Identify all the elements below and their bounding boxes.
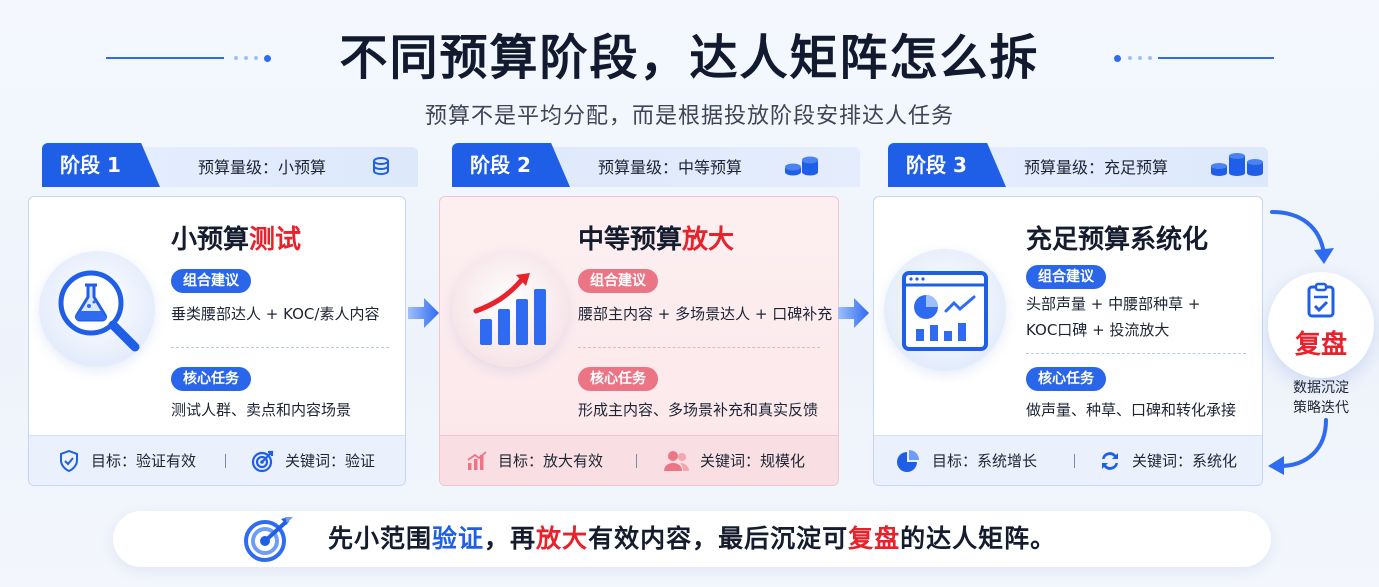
stage-2-goal: 目标：放大有效 bbox=[498, 452, 604, 470]
stage-1-title: 小预算测试 bbox=[171, 225, 302, 255]
stage-2-footer: 目标：放大有效 关键词：规模化 bbox=[440, 435, 838, 485]
stage-3-title: 充足预算系统化 bbox=[1026, 225, 1209, 255]
growth-chart-icon bbox=[473, 273, 546, 345]
stage-3-footer: 目标：系统增长 关键词：系统化 bbox=[874, 435, 1262, 485]
stage-3-combo-text-2: KOC口碑 + 投流放大 bbox=[1026, 321, 1170, 339]
stage-3-combo-text-1: 头部声量 + 中腰部种草 + bbox=[1026, 295, 1201, 313]
stage-2-icon-circle bbox=[452, 251, 568, 367]
stage-1-budget: 预算量级：小预算 bbox=[198, 158, 327, 177]
title-decoration-left bbox=[106, 54, 276, 62]
stage-3-task-pill: 核心任务 bbox=[1026, 367, 1106, 391]
title-decoration-right bbox=[1104, 54, 1274, 62]
stage-2-card: 中等预算放大 组合建议 腰部主内容 + 多场景达人 + 口碑补充 核心任务 形成… bbox=[439, 196, 839, 486]
target-arrow-icon bbox=[244, 517, 293, 562]
stage-3-keyword: 关键词：系统化 bbox=[1132, 452, 1238, 470]
stage-2-combo-pill: 组合建议 bbox=[578, 269, 658, 293]
stage-1-task-text: 测试人群、卖点和内容场景 bbox=[171, 401, 352, 419]
stage-1-tab: 阶段 1 预算量级：小预算 bbox=[42, 143, 418, 189]
stage-2-label: 阶段 2 bbox=[452, 143, 570, 187]
stage-3-combo-pill: 组合建议 bbox=[1026, 265, 1106, 289]
stage-2-task-text: 形成主内容、多场景补充和真实反馈 bbox=[578, 401, 819, 419]
page-title: 不同预算阶段，达人矩阵怎么拆 bbox=[339, 30, 1040, 86]
shield-check-icon bbox=[60, 450, 78, 472]
summary-text: 先小范围验证，再放大有效内容，最后沉淀可复盘的达人矩阵。 bbox=[328, 524, 1057, 553]
review-circle: 复盘 bbox=[1268, 272, 1374, 378]
stage-2-task-pill: 核心任务 bbox=[578, 367, 658, 391]
stage-3-card: 充足预算系统化 组合建议 头部声量 + 中腰部种草 + KOC口碑 + 投流放大… bbox=[873, 196, 1263, 486]
stage-2-divider bbox=[578, 347, 820, 348]
review-title: 复盘 bbox=[1294, 330, 1347, 360]
coin-stack-icon bbox=[785, 156, 818, 176]
dashboard-icon bbox=[902, 271, 988, 351]
loop-arrow-back-icon bbox=[1268, 418, 1328, 475]
stage-2-title: 中等预算放大 bbox=[578, 225, 735, 255]
stage-3-budget: 预算量级：充足预算 bbox=[1024, 158, 1169, 177]
target-icon bbox=[251, 450, 274, 473]
flask-magnifier-icon bbox=[58, 270, 140, 352]
stage-3-task-text: 做声量、种草、口碑和转化承接 bbox=[1026, 401, 1237, 419]
pie-chart-icon bbox=[897, 450, 919, 472]
stage-1-keyword: 关键词：验证 bbox=[285, 452, 376, 470]
loop-arrow-down-icon bbox=[1270, 210, 1334, 264]
clipboard-check-icon bbox=[1307, 282, 1335, 318]
refresh-icon bbox=[1102, 452, 1118, 470]
page-subtitle: 预算不是平均分配，而是根据投放阶段安排达人任务 bbox=[424, 104, 954, 129]
stage-2-keyword: 关键词：规模化 bbox=[700, 452, 806, 470]
coin-stack-icon bbox=[373, 157, 389, 176]
stage-3-icon-circle bbox=[884, 249, 1006, 371]
stage-1-footer: 目标：验证有效 关键词：验证 bbox=[29, 435, 405, 485]
review-note: 数据沉淀 策略迭代 bbox=[1293, 380, 1349, 416]
stage-2-budget: 预算量级：中等预算 bbox=[598, 158, 743, 177]
flow-arrow-right-icon bbox=[838, 298, 869, 328]
bar-chart-icon bbox=[467, 451, 487, 470]
flow-arrow-right-icon bbox=[408, 298, 439, 328]
stage-3-label: 阶段 3 bbox=[888, 143, 1006, 187]
stage-1-goal: 目标：验证有效 bbox=[91, 452, 197, 470]
stage-3-tab: 阶段 3 预算量级：充足预算 bbox=[888, 143, 1268, 189]
coin-stack-icon bbox=[1211, 153, 1263, 176]
stage-1-label: 阶段 1 bbox=[42, 143, 160, 187]
stage-1-card: 小预算测试 组合建议 垂类腰部达人 + KOC/素人内容 核心任务 测试人群、卖… bbox=[28, 196, 406, 486]
stage-1-divider bbox=[171, 347, 389, 348]
stage-2-tab: 阶段 2 预算量级：中等预算 bbox=[452, 143, 860, 189]
stage-3-divider bbox=[1026, 353, 1246, 354]
stage-2-combo-text: 腰部主内容 + 多场景达人 + 口碑补充 bbox=[578, 305, 833, 323]
users-icon bbox=[664, 451, 689, 471]
stage-1-task-pill: 核心任务 bbox=[171, 367, 251, 391]
stage-1-combo-pill: 组合建议 bbox=[171, 269, 251, 293]
stage-3-goal: 目标：系统增长 bbox=[932, 452, 1038, 470]
stage-1-icon-circle bbox=[39, 251, 155, 367]
stage-1-combo-text: 垂类腰部达人 + KOC/素人内容 bbox=[171, 305, 380, 323]
summary-banner: 先小范围验证，再放大有效内容，最后沉淀可复盘的达人矩阵。 bbox=[113, 511, 1271, 567]
